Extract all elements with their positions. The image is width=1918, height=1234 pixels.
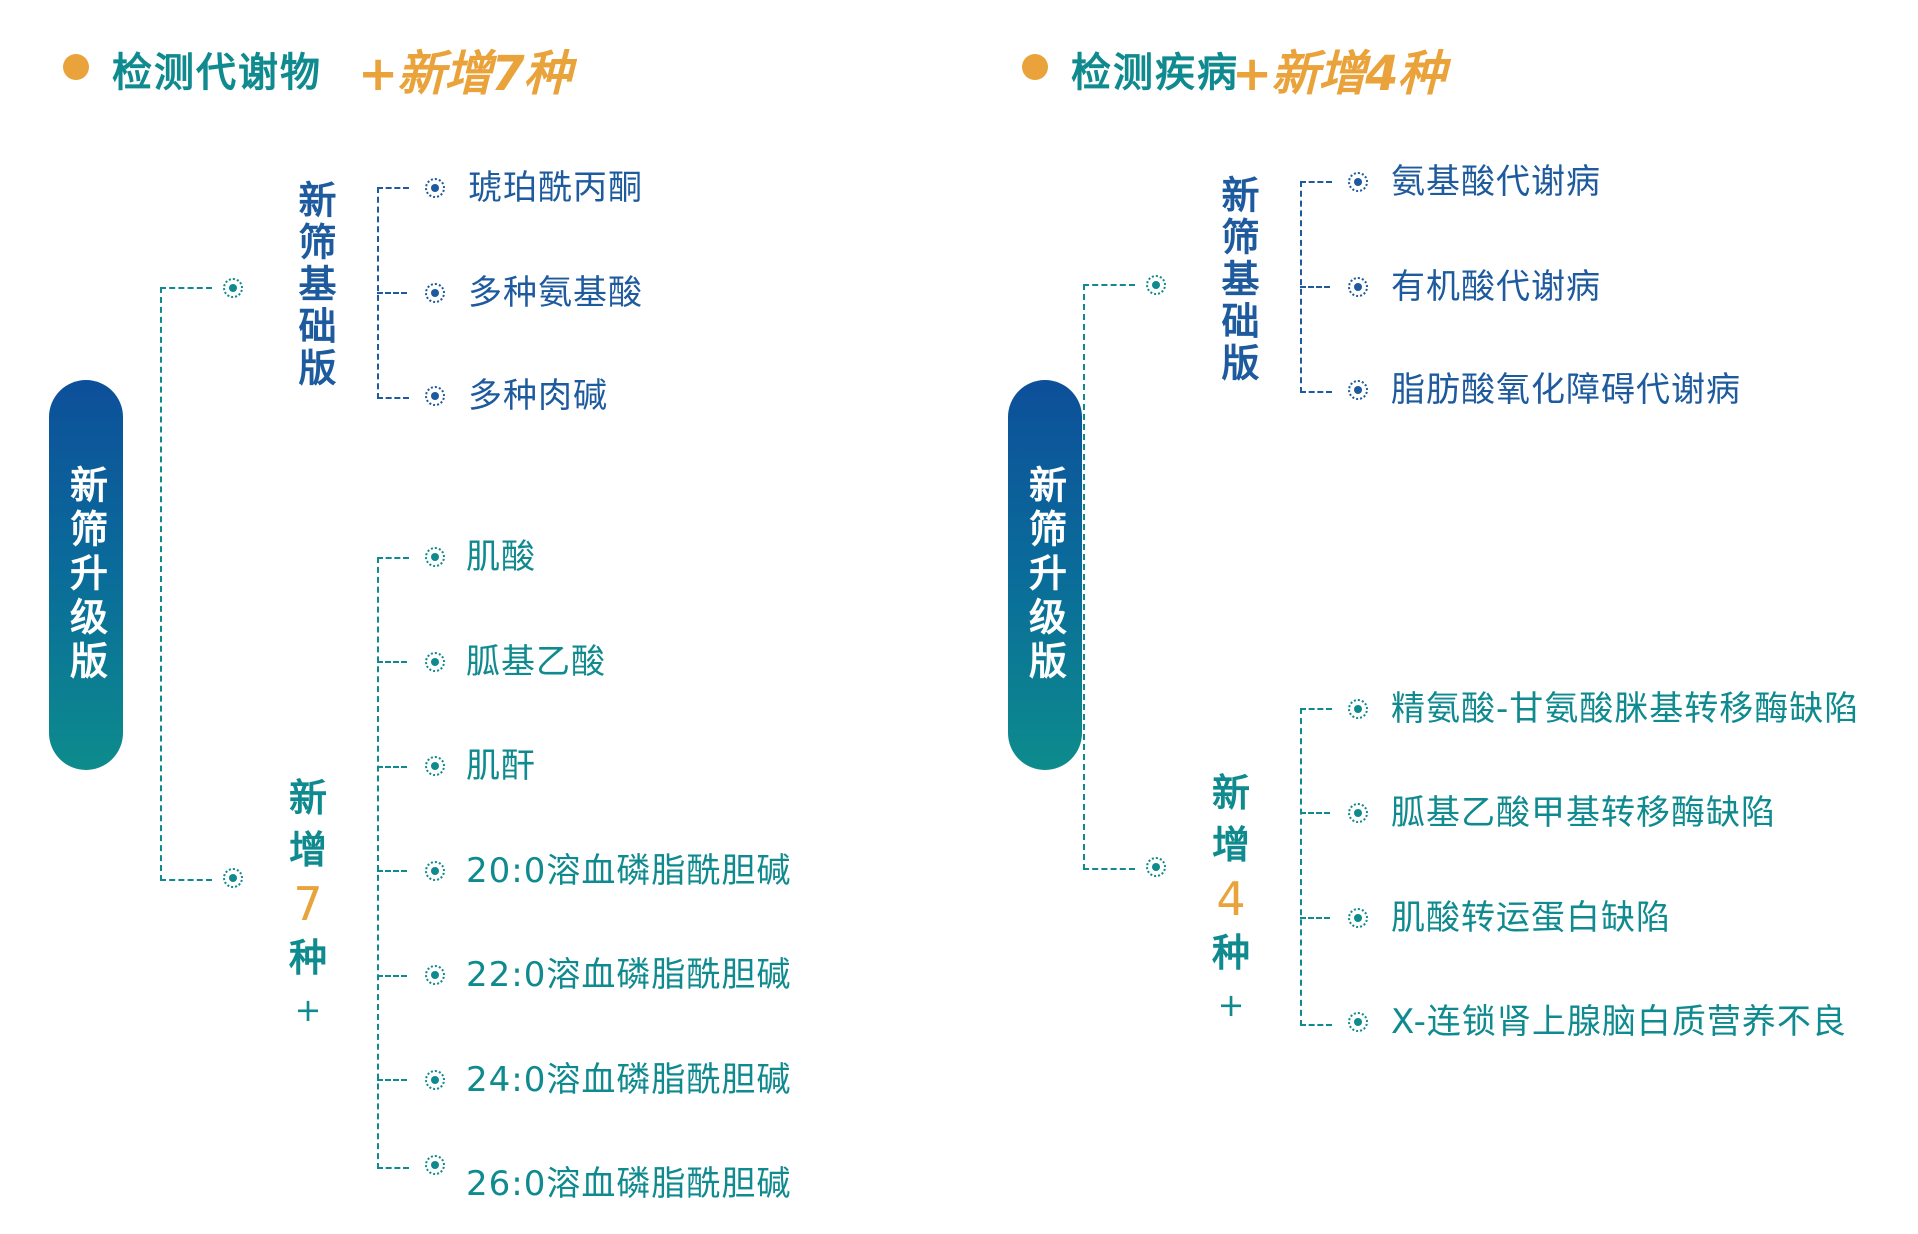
basic-items-connector-mid — [377, 292, 407, 294]
new-item: 精氨酸-甘氨酸脒基转移酶缺陷 — [1391, 689, 1860, 729]
new-item: 肌酐 — [466, 746, 536, 786]
new-item: 20:0溶血磷脂酰胆碱 — [466, 851, 792, 891]
list-bullet-icon — [1348, 908, 1368, 928]
new-items-connector-tick — [377, 870, 407, 872]
new-label-char: 种 — [288, 936, 327, 980]
header-bullet-icon — [1022, 54, 1048, 80]
list-bullet-icon — [1348, 803, 1368, 823]
new-items-connector-tick — [1300, 812, 1330, 814]
new-items-connector-tick — [377, 766, 407, 768]
new-count: 7 — [293, 877, 323, 931]
list-bullet-icon — [1348, 277, 1368, 297]
basic-item: 有机酸代谢病 — [1391, 267, 1601, 307]
new-item: 胍基乙酸甲基转移酶缺陷 — [1391, 793, 1776, 833]
new-label-plus: + — [1217, 986, 1245, 1024]
list-bullet-icon — [425, 756, 445, 776]
new-added-label: 新 增 7 种 + — [280, 772, 336, 1036]
list-bullet-icon — [1348, 380, 1368, 400]
upgrade-pill: 新筛升级版 — [1008, 380, 1082, 770]
list-bullet-icon — [425, 652, 445, 672]
new-item: 肌酸转运蛋白缺陷 — [1391, 898, 1671, 938]
new-label-char: 增 — [1211, 823, 1250, 867]
new-item: 26:0溶血磷脂酰胆碱 — [466, 1164, 792, 1204]
new-label-plus: + — [294, 991, 322, 1029]
new-label-char: 新 — [1211, 771, 1250, 815]
new-items-connector-tick — [377, 661, 407, 663]
new-item: 胍基乙酸 — [466, 642, 606, 682]
list-bullet-icon — [425, 386, 445, 406]
new-items-connector-tick — [1300, 917, 1330, 919]
new-items-connector-tick — [377, 1079, 407, 1081]
upgrade-pill: 新筛升级版 — [49, 380, 123, 770]
diseases-panel: 检测疾病 +新增4种 新筛升级版 新筛基础版 新 增 4 种 + 氨基酸代谢病 … — [959, 0, 1918, 1234]
list-bullet-icon — [425, 965, 445, 985]
new-added-label: 新 增 4 种 + — [1203, 767, 1259, 1031]
diseases-added-badge: +新增4种 — [1232, 46, 1446, 102]
new-branch-node-icon — [223, 868, 243, 888]
list-bullet-icon — [1348, 1012, 1368, 1032]
metabolites-panel: 检测代谢物 +新增7种 新筛升级版 新筛基础版 新 增 7 种 + 琥珀酰丙酮 … — [49, 46, 792, 1204]
list-bullet-icon — [425, 1155, 445, 1175]
list-bullet-icon — [1348, 699, 1368, 719]
new-label-char: 种 — [1211, 931, 1250, 975]
header-bullet-icon — [63, 54, 89, 80]
basic-branch-node-icon — [1146, 275, 1166, 295]
new-label-char: 增 — [288, 828, 327, 872]
metabolites-added-badge: +新增7种 — [358, 46, 572, 102]
root-connector — [160, 287, 212, 881]
basic-version-label: 新筛基础版 — [292, 180, 336, 390]
list-bullet-icon — [1348, 172, 1368, 192]
list-bullet-icon — [425, 547, 445, 567]
new-item: 肌酸 — [466, 537, 536, 577]
new-count: 4 — [1216, 872, 1246, 926]
basic-version-label: 新筛基础版 — [1215, 175, 1259, 385]
diseases-title: 检测疾病 — [1071, 50, 1239, 96]
basic-items-connector-mid — [1300, 286, 1330, 288]
new-branch-node-icon — [1146, 857, 1166, 877]
basic-item: 脂肪酸氧化障碍代谢病 — [1391, 370, 1741, 410]
basic-item: 琥珀酰丙酮 — [468, 168, 643, 208]
basic-item: 多种肉碱 — [468, 376, 608, 416]
new-item: 24:0溶血磷脂酰胆碱 — [466, 1060, 792, 1100]
basic-branch-node-icon — [223, 278, 243, 298]
root-connector — [1083, 284, 1135, 870]
list-bullet-icon — [425, 861, 445, 881]
metabolites-title: 检测代谢物 — [112, 50, 322, 96]
list-bullet-icon — [425, 283, 445, 303]
new-item: X-连锁肾上腺脑白质营养不良 — [1391, 1002, 1847, 1042]
new-item: 22:0溶血磷脂酰胆碱 — [466, 955, 792, 995]
list-bullet-icon — [425, 178, 445, 198]
new-items-connector — [377, 557, 409, 1169]
new-items-connector — [1300, 708, 1332, 1026]
new-items-connector-tick — [377, 975, 407, 977]
basic-item: 多种氨基酸 — [468, 273, 643, 313]
list-bullet-icon — [425, 1070, 445, 1090]
new-label-char: 新 — [288, 776, 327, 820]
basic-item: 氨基酸代谢病 — [1391, 162, 1601, 202]
